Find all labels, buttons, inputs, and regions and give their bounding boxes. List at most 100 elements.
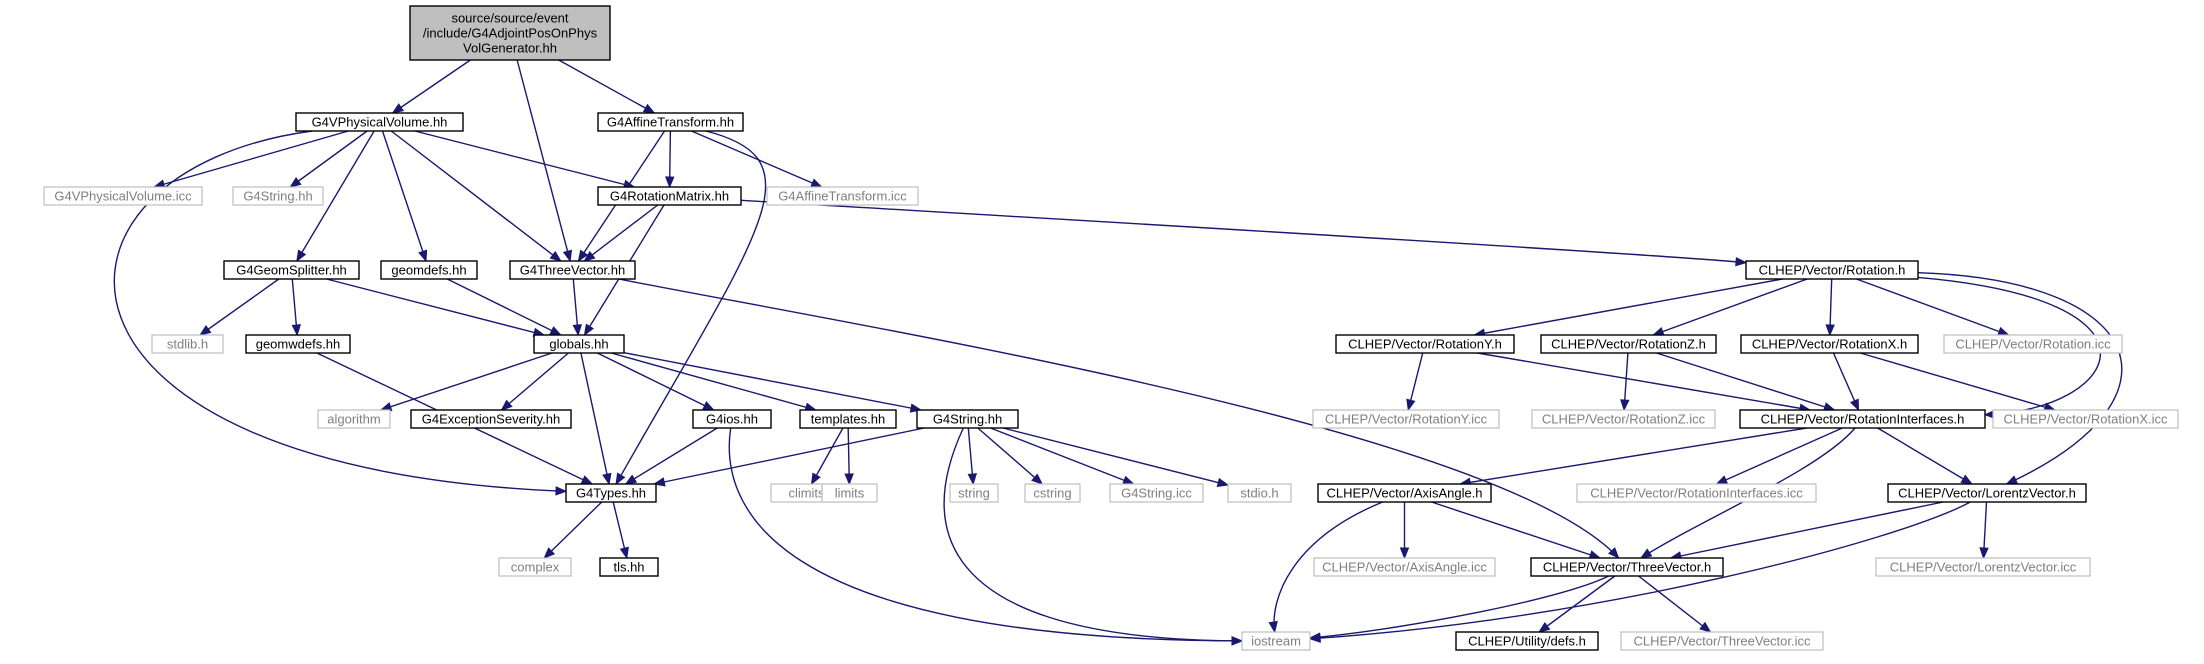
node-label-clhep_lorentz_icc: CLHEP/Vector/LorentzVector.icc (1890, 560, 2077, 575)
edge-g4vphys-to-g4string_hh_ext (289, 130, 368, 188)
node-g4geomsplit[interactable]: G4GeomSplitter.hh (223, 260, 360, 280)
node-label-clhep_rot: CLHEP/Vector/Rotation.h (1759, 263, 1906, 278)
node-box-clhep_defs (1455, 631, 1599, 651)
node-g4rotmatrix[interactable]: G4RotationMatrix.hh (597, 186, 742, 206)
node-label-root-line-0: source/source/event (451, 11, 568, 26)
node-geomwdefs[interactable]: geomwdefs.hh (245, 334, 351, 354)
node-tls[interactable]: tls.hh (599, 557, 659, 577)
node-label-clhep_roty_icc: CLHEP/Vector/RotationY.icc (1325, 412, 1488, 427)
node-box-g4threevec (509, 260, 636, 280)
edge-g4rotmatrix-to-globals-arrowhead (583, 323, 595, 337)
edge-clhep_rotz-to-clhep_rotint (1656, 352, 1835, 411)
node-box-clhep_roty_icc (1312, 409, 1500, 429)
edge-geomdefs-to-globals (446, 278, 562, 336)
edges-layer (113, 59, 2123, 646)
edge-clhep_lorentz-to-clhep_threevec (1670, 501, 1944, 559)
edge-g4vphys-to-g4vphys_icc (154, 130, 349, 188)
node-g4string[interactable]: G4String.hh (916, 409, 1019, 429)
node-box-complex (498, 557, 572, 577)
node-globals[interactable]: globals.hh (533, 334, 625, 354)
node-label-geomwdefs: geomwdefs.hh (256, 337, 341, 352)
edge-g4vphys-to-g4geomsplit-arrowhead (296, 249, 307, 263)
node-label-stdio: stdio.h (1240, 486, 1278, 501)
node-g4types[interactable]: G4Types.hh (565, 483, 657, 503)
edge-g4types-to-tls-arrowhead (619, 546, 629, 560)
edge-g4string-to-g4string_icc (990, 427, 1134, 485)
node-clhep_rotz[interactable]: CLHEP/Vector/RotationZ.h (1540, 334, 1717, 354)
edge-g4types-to-complex (543, 501, 603, 559)
edge-root-to-g4threevec-arrowhead (562, 249, 573, 263)
node-limits: limits (821, 483, 878, 503)
edge-root-to-g4vphys (392, 59, 471, 114)
node-box-stdio (1227, 483, 1292, 503)
node-box-g4excsev (410, 409, 572, 429)
node-g4threevec[interactable]: G4ThreeVector.hh (509, 260, 636, 280)
edge-g4threevec-to-clhep_threevec (618, 278, 1620, 559)
node-g4affine[interactable]: G4AffineTransform.hh (597, 112, 744, 132)
node-label-clhep_rotx_icc: CLHEP/Vector/RotationX.icc (2003, 412, 2168, 427)
node-box-clhep_rotz_icc (1531, 409, 1716, 429)
node-label-climits: climits (788, 486, 825, 501)
node-root[interactable]: source/source/event/include/G4AdjointPos… (409, 5, 611, 61)
node-clhep_lorentz[interactable]: CLHEP/Vector/LorentzVector.h (1887, 483, 2087, 503)
edge-clhep_axisangle-to-clhep_threevec (1431, 501, 1601, 559)
edge-globals-to-g4ios (597, 352, 714, 411)
node-g4string_hh_ext: G4String.hh (232, 186, 324, 206)
edge-g4string-to-stdio-arrowhead (1216, 477, 1230, 488)
node-string: string (949, 483, 999, 503)
node-templates[interactable]: templates.hh (799, 409, 897, 429)
node-label-string: string (958, 486, 990, 501)
edge-g4geomsplit-to-stdlib-arrowhead (199, 325, 212, 336)
node-label-g4ios: G4ios.hh (706, 412, 758, 427)
edge-clhep_roty-to-clhep_roty_icc-arrowhead (1406, 398, 1416, 412)
node-label-algorithm: algorithm (327, 412, 380, 427)
node-clhep_rotint[interactable]: CLHEP/Vector/RotationInterfaces.h (1739, 409, 1986, 429)
node-clhep_rot_icc: CLHEP/Vector/Rotation.icc (1943, 334, 2123, 354)
node-clhep_axisangle[interactable]: CLHEP/Vector/AxisAngle.h (1317, 483, 1492, 503)
edge-globals-to-g4ios-arrowhead (702, 401, 715, 411)
node-clhep_rot[interactable]: CLHEP/Vector/Rotation.h (1745, 260, 1919, 280)
node-g4ios[interactable]: G4ios.hh (692, 409, 772, 429)
edge-clhep_threevec-to-clhep_defs (1538, 575, 1616, 633)
node-label-g4affine: G4AffineTransform.hh (607, 115, 734, 130)
edge-g4rotmatrix-to-g4threevec (583, 204, 659, 262)
node-clhep_rotx[interactable]: CLHEP/Vector/RotationX.h (1740, 334, 1919, 354)
node-box-g4types (565, 483, 657, 503)
node-clhep_roty[interactable]: CLHEP/Vector/RotationY.h (1335, 334, 1515, 354)
node-box-clhep_threevec_icc (1620, 631, 1824, 651)
node-g4vphys[interactable]: G4VPhysicalVolume.hh (295, 112, 464, 132)
edge-g4affine-to-g4affine_icc-arrowhead (810, 178, 823, 188)
edge-g4geomsplit-to-geomwdefs-arrowhead (291, 324, 302, 337)
edge-g4string-to-g4types (654, 427, 925, 485)
edge-g4geomsplit-to-globals (326, 278, 545, 336)
edge-g4vphys-to-g4threevec (390, 130, 562, 262)
edge-clhep_rot-to-clhep_rot_icc-arrowhead (1997, 326, 2010, 336)
edge-g4ios-to-g4types (625, 427, 718, 485)
edge-clhep_lorentz-to-iostream (1309, 501, 1971, 640)
node-clhep_defs[interactable]: CLHEP/Utility/defs.h (1455, 631, 1599, 651)
edge-g4threevec-to-clhep_threevec-arrowhead (1608, 547, 1620, 559)
node-geomdefs[interactable]: geomdefs.hh (380, 260, 478, 280)
node-g4vphys_icc: G4VPhysicalVolume.icc (43, 186, 203, 206)
node-cstring: cstring (1024, 483, 1081, 503)
node-box-g4vphys_icc (43, 186, 203, 206)
node-label-geomdefs: geomdefs.hh (391, 263, 466, 278)
node-label-clhep_threevec_icc: CLHEP/Vector/ThreeVector.icc (1633, 634, 1811, 649)
node-g4excsev[interactable]: G4ExceptionSeverity.hh (410, 409, 572, 429)
edge-templates-to-climits-arrowhead (810, 472, 821, 486)
node-label-clhep_lorentz: CLHEP/Vector/LorentzVector.h (1898, 486, 2076, 501)
node-label-limits: limits (835, 486, 865, 501)
node-g4string_icc: G4String.icc (1109, 483, 1204, 503)
edge-clhep_rot-to-clhep_rotz-arrowhead (1651, 326, 1665, 336)
node-label-clhep_threevec: CLHEP/Vector/ThreeVector.h (1543, 560, 1711, 575)
node-box-g4ios (692, 409, 772, 429)
edge-clhep_rotint-to-clhep_rotint_icc-arrowhead (1715, 475, 1729, 485)
edge-g4string-to-iostream-arrowhead (1231, 636, 1244, 646)
node-box-g4geomsplit (223, 260, 360, 280)
node-box-cstring (1024, 483, 1081, 503)
node-clhep_threevec[interactable]: CLHEP/Vector/ThreeVector.h (1530, 557, 1724, 577)
node-label-g4threevec: G4ThreeVector.hh (520, 263, 626, 278)
node-clhep_rotx_icc: CLHEP/Vector/RotationX.icc (1992, 409, 2179, 429)
edge-clhep_threevec-to-iostream (1309, 575, 1610, 639)
edge-clhep_axisangle-to-iostream-arrowhead (1268, 620, 1278, 634)
